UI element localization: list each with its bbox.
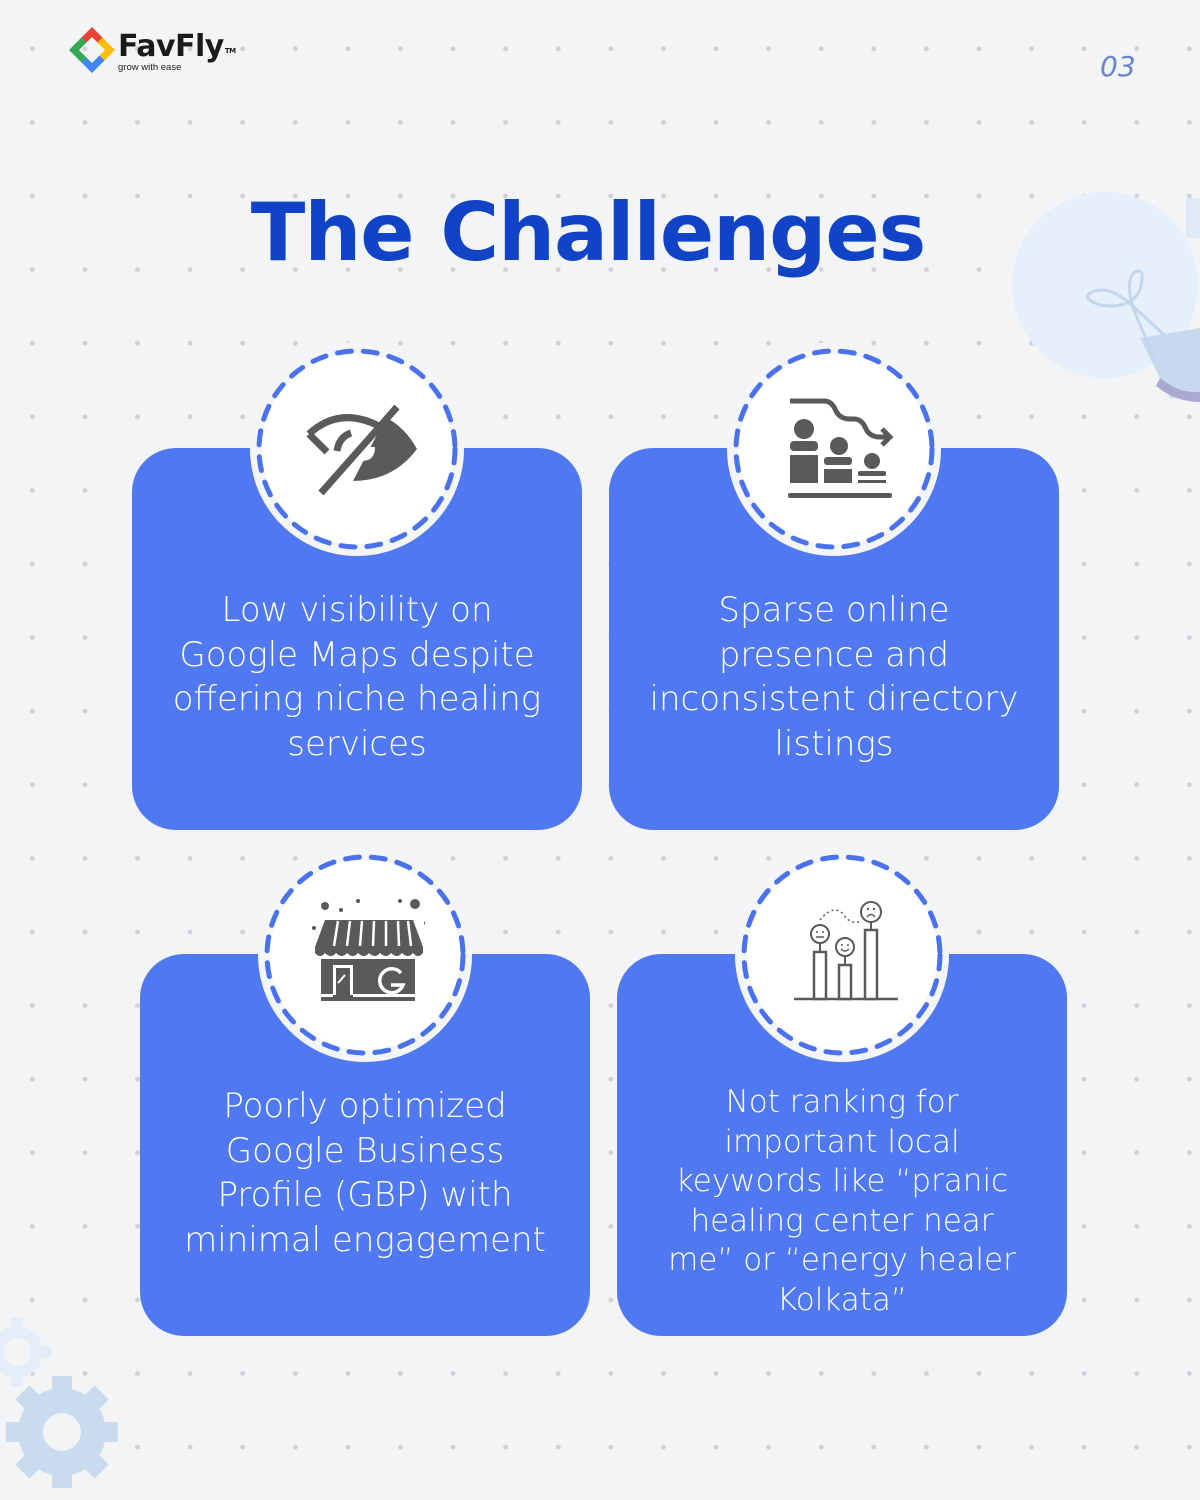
eye-slash-icon	[297, 389, 417, 509]
challenge-card-online-presence: Sparse online presence and inconsistent …	[609, 448, 1059, 830]
page-number: 03	[1100, 50, 1136, 83]
declining-ranking-chart-icon	[774, 389, 894, 509]
challenge-badge	[258, 848, 472, 1062]
lightbulb-icon	[1000, 180, 1200, 420]
challenge-text: Sparse online presence and inconsistent …	[649, 590, 1019, 764]
brand-logo: FavFlyTM grow with ease	[68, 26, 236, 78]
challenge-badge	[727, 342, 941, 556]
challenge-badge	[735, 848, 949, 1062]
google-storefront-icon	[305, 895, 428, 1015]
brand-name: FavFlyTM	[118, 29, 236, 64]
gear-icon	[0, 1300, 150, 1500]
challenge-text: Poorly optimized Google Business Profile…	[184, 1086, 546, 1260]
challenge-badge	[250, 342, 464, 556]
ranking-bars-emoji-icon	[782, 895, 902, 1015]
brand-tagline: grow with ease	[118, 62, 182, 73]
page-title: The Challenges	[250, 186, 926, 279]
challenge-text: Not ranking for important local keywords…	[668, 1084, 1016, 1318]
challenge-text: Low visibility on Google Maps despite of…	[172, 590, 542, 764]
logo-mark-icon	[68, 26, 116, 74]
